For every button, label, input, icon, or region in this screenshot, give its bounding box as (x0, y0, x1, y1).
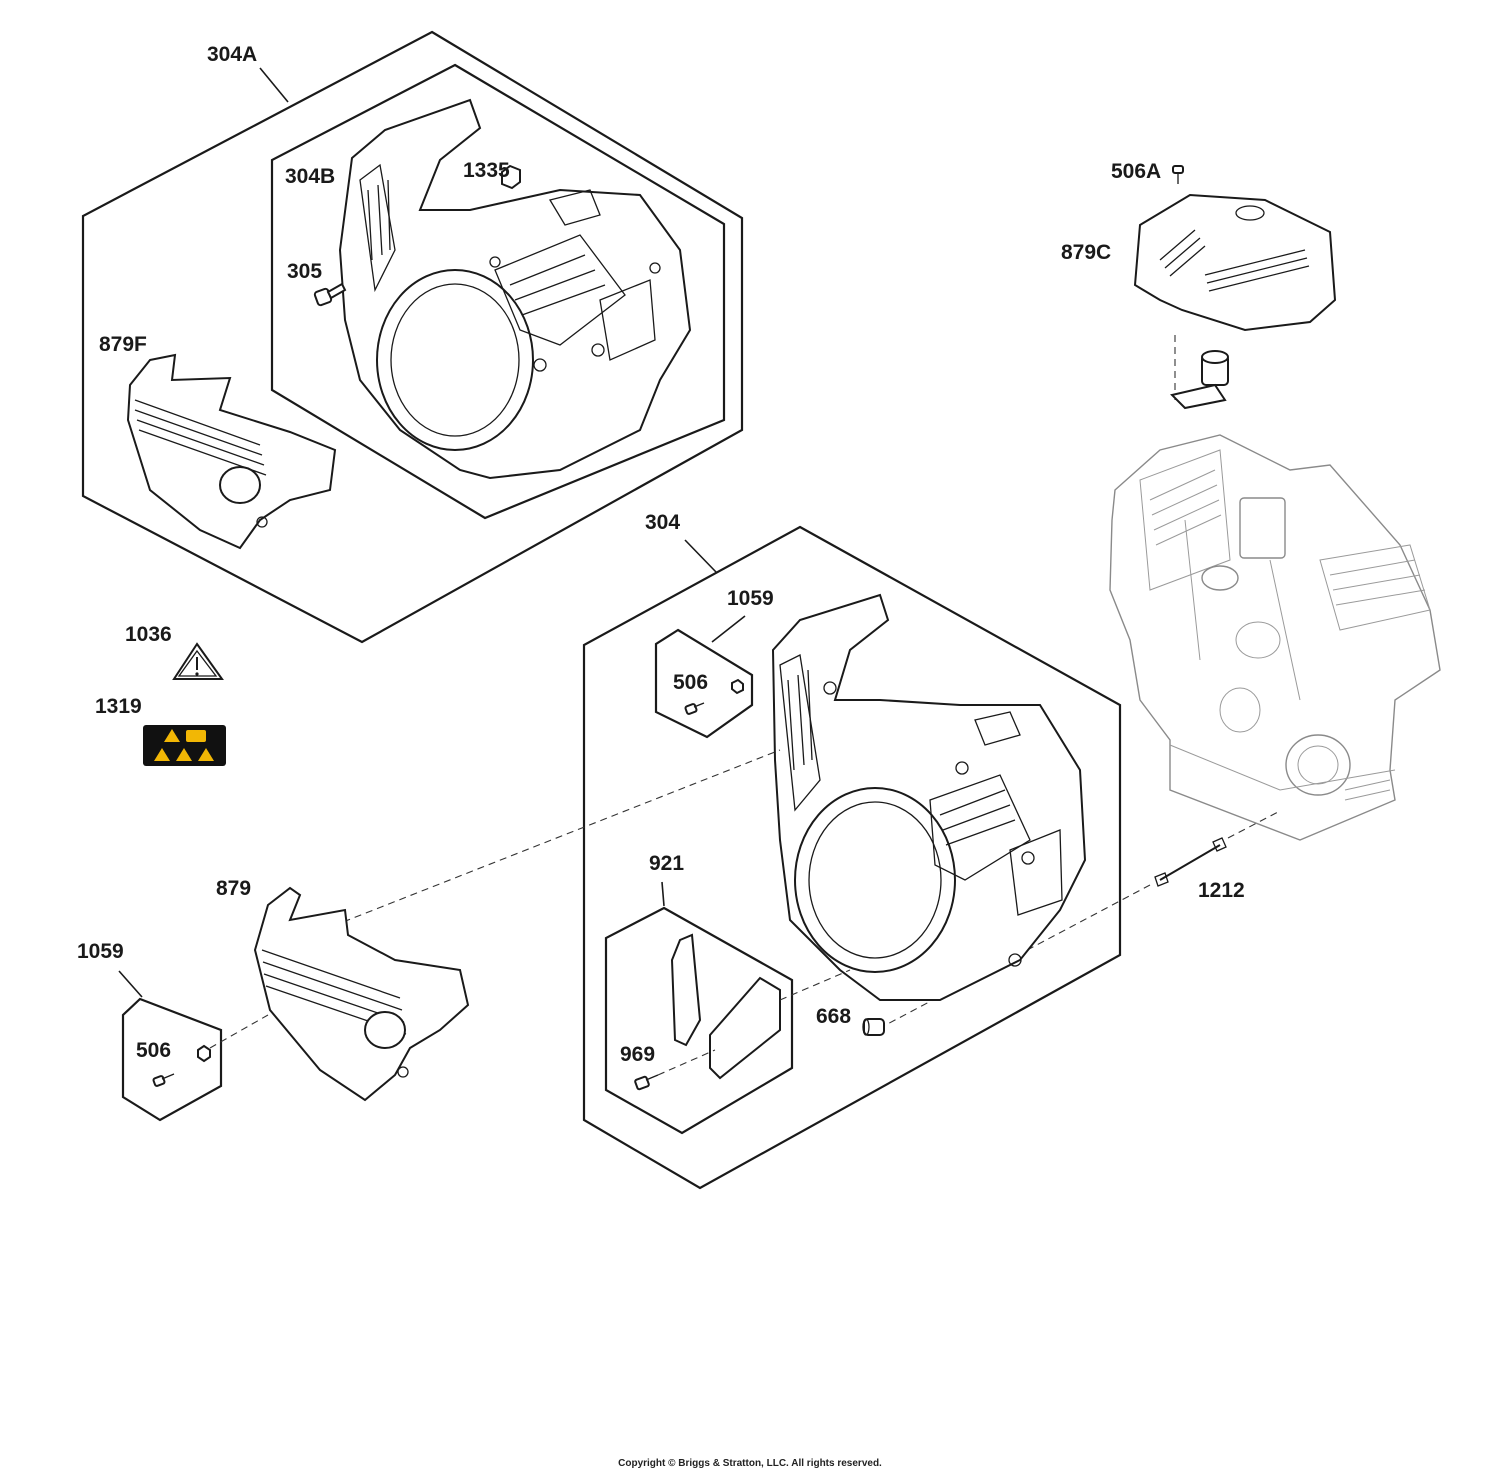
label-879: 879 (216, 877, 251, 900)
label-506-bottom: 506 (136, 1039, 171, 1062)
label-506A: 506A (1111, 160, 1161, 183)
nut-506-top (731, 678, 744, 695)
label-304A: 304A (207, 43, 257, 66)
label-668: 668 (816, 1005, 851, 1028)
warning-decal-1036 (172, 642, 224, 680)
label-1212: 1212 (1198, 879, 1245, 902)
label-1059-bottom: 1059 (77, 940, 124, 963)
kit-304B-outline (270, 63, 726, 520)
kit-304-outline (582, 525, 1122, 1190)
nut-1335 (501, 164, 521, 190)
spacer-668 (862, 1018, 885, 1036)
screw-506A (1172, 165, 1184, 184)
label-1319: 1319 (95, 695, 142, 718)
dash-rod-engine (1227, 811, 1279, 839)
kit-304A-outline (81, 30, 744, 644)
decal-warning-icon-1 (164, 729, 180, 742)
dash-rod-spacer (879, 884, 1151, 1029)
safety-decal-1319 (143, 725, 226, 766)
cover-879C (1133, 193, 1337, 332)
leader-1059-top (711, 615, 746, 643)
dash-879-housing (309, 749, 781, 936)
label-1059-top: 1059 (727, 587, 774, 610)
label-1335: 1335 (463, 159, 510, 182)
decal-warning-icon-4 (198, 748, 214, 761)
rod-1212 (1154, 837, 1227, 887)
leader-304A (259, 67, 289, 103)
screw-506-bottom (152, 1073, 175, 1087)
label-879F: 879F (99, 333, 147, 356)
label-304B: 304B (285, 165, 335, 188)
dash-1059-bottom (209, 1014, 269, 1049)
guard-921 (670, 933, 781, 1080)
engine-block (1109, 434, 1441, 841)
sensor-bracket (1170, 350, 1229, 410)
kit-921-outline (604, 906, 794, 1135)
cover-879F (126, 353, 337, 550)
label-879C: 879C (1061, 241, 1111, 264)
leader-921 (661, 881, 665, 907)
leader-1059-bottom (118, 970, 143, 998)
nut-506-bottom (197, 1044, 211, 1063)
dash-921-housing (779, 969, 851, 1001)
decal-book-icon (186, 730, 206, 742)
label-921: 921 (649, 852, 684, 875)
leader-304 (684, 539, 717, 573)
kit-1059-bottom-outline (121, 997, 223, 1122)
screw-969 (634, 1074, 659, 1091)
label-305: 305 (287, 260, 322, 283)
decal-warning-icon-2 (154, 748, 170, 761)
decal-warning-icon-3 (176, 748, 192, 761)
label-969: 969 (620, 1043, 655, 1066)
label-304: 304 (645, 511, 680, 534)
screw-305 (313, 282, 347, 307)
blower-housing-304B (338, 98, 692, 480)
label-506-top: 506 (673, 671, 708, 694)
copyright-notice: Copyright © Briggs & Stratton, LLC. All … (618, 1458, 882, 1469)
screw-506-top (684, 702, 705, 715)
kit-1059-top-outline (654, 628, 754, 739)
cover-879 (253, 886, 470, 1102)
blower-housing-304 (771, 593, 1087, 1001)
label-1036: 1036 (125, 623, 172, 646)
dash-969 (657, 1049, 716, 1076)
